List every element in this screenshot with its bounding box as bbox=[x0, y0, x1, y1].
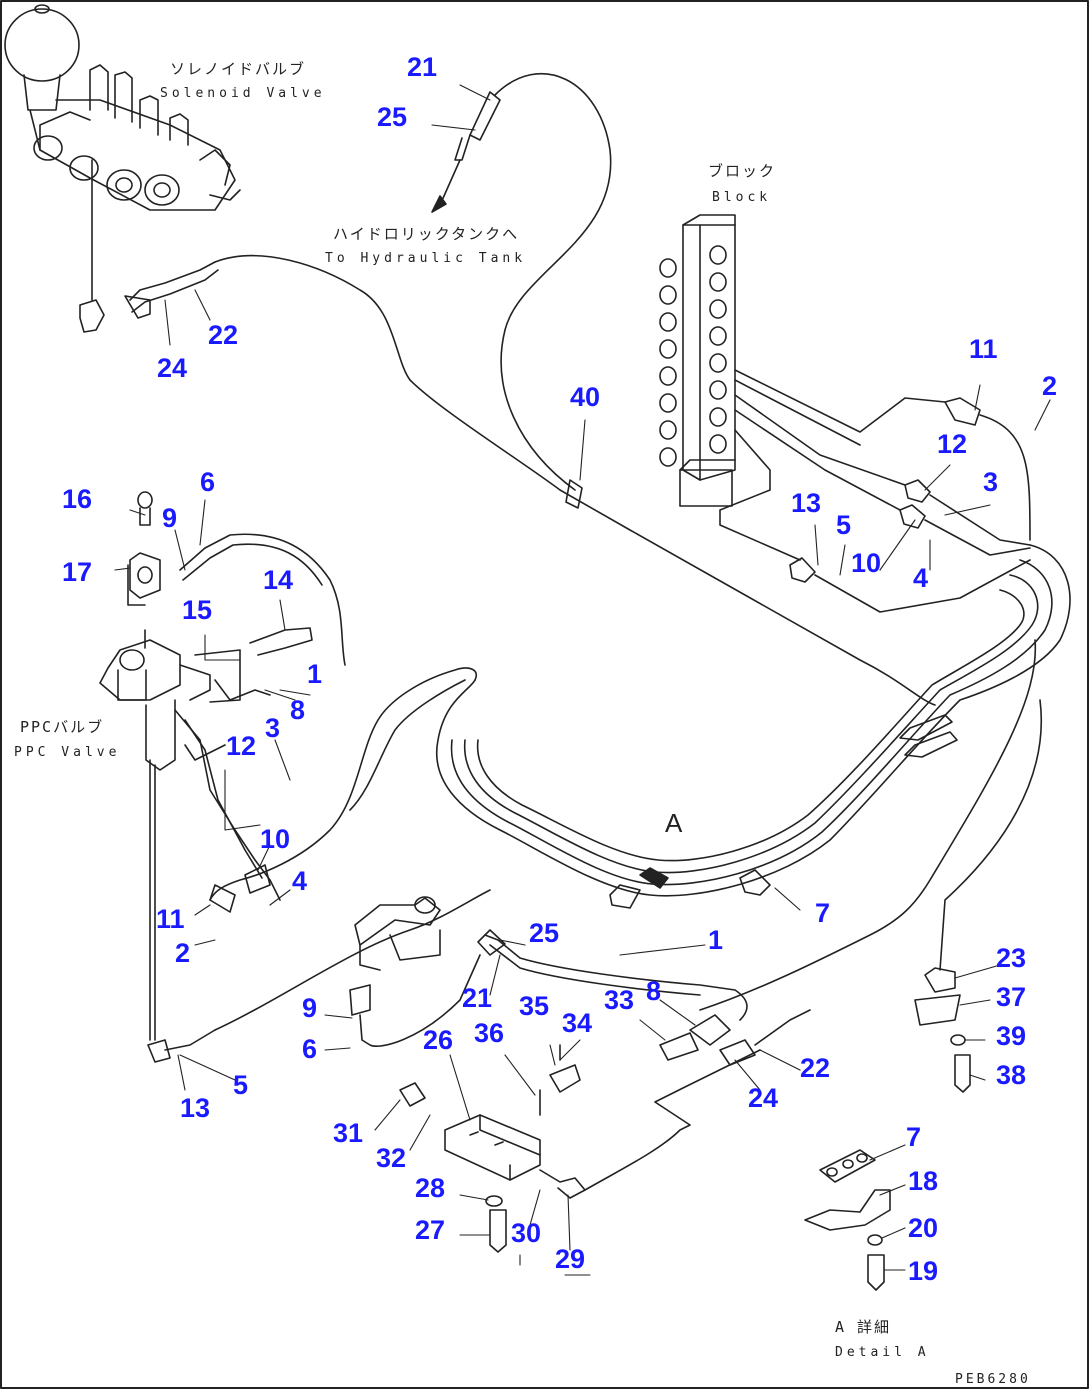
callout-24: 24 bbox=[157, 353, 188, 383]
callout-7-detail: 7 bbox=[906, 1122, 922, 1152]
callout-26: 26 bbox=[423, 1025, 454, 1055]
block bbox=[659, 214, 736, 507]
callout-37: 37 bbox=[996, 982, 1027, 1012]
callout-38: 38 bbox=[996, 1060, 1027, 1090]
callout-5: 5 bbox=[836, 510, 852, 540]
callout-29: 29 bbox=[555, 1244, 586, 1274]
callout-11: 11 bbox=[969, 334, 998, 364]
solenoid-valve-label-en: Solenoid Valve bbox=[160, 86, 326, 101]
callout-2-ppc: 2 bbox=[175, 938, 191, 968]
ppc-valve bbox=[99, 627, 491, 1063]
drawing-code: PEB6280 bbox=[955, 1372, 1031, 1387]
callout-13: 13 bbox=[791, 488, 822, 518]
detail-a-parts bbox=[804, 1149, 891, 1291]
callout-6-lower: 6 bbox=[302, 1034, 318, 1064]
tank-return-hose bbox=[431, 72, 612, 509]
callout-27: 27 bbox=[415, 1215, 446, 1245]
solenoid-valve-label-jp: ソレノイドバルブ bbox=[170, 60, 307, 78]
callout-3: 3 bbox=[983, 467, 999, 497]
callout-16: 16 bbox=[62, 484, 93, 514]
callout-32: 32 bbox=[376, 1143, 407, 1173]
callout-10-ppc: 10 bbox=[260, 824, 291, 854]
callout-19: 19 bbox=[908, 1256, 939, 1286]
callout-22-lower: 22 bbox=[800, 1053, 831, 1083]
detail-a-label-jp: A 詳細 bbox=[835, 1318, 892, 1336]
callout-15: 15 bbox=[182, 595, 213, 625]
view-arrow-letter: A bbox=[665, 808, 683, 838]
callout-17: 17 bbox=[62, 557, 93, 587]
block-label-jp: ブロック bbox=[708, 162, 777, 180]
callout-21-lower: 21 bbox=[462, 983, 493, 1013]
callout-6: 6 bbox=[200, 467, 216, 497]
callout-21: 21 bbox=[407, 52, 438, 82]
callout-22: 22 bbox=[208, 320, 239, 350]
callout-28: 28 bbox=[415, 1173, 446, 1203]
callout-4: 4 bbox=[913, 563, 929, 593]
callout-8-lower: 8 bbox=[646, 976, 662, 1006]
callout-35: 35 bbox=[519, 991, 550, 1021]
callout-12: 12 bbox=[937, 429, 968, 459]
callout-39: 39 bbox=[996, 1021, 1027, 1051]
lower-components bbox=[349, 896, 811, 1066]
detail-a-label-en: Detail A bbox=[835, 1345, 930, 1360]
callout-36: 36 bbox=[474, 1018, 505, 1048]
tank-label-jp: ハイドロリックタンクへ bbox=[333, 225, 520, 243]
hose-6-9 bbox=[127, 491, 346, 666]
callout-11-ppc: 11 bbox=[156, 904, 185, 934]
leader-lines bbox=[114, 84, 1051, 1276]
callout-1: 1 bbox=[307, 659, 323, 689]
callout-40: 40 bbox=[570, 382, 601, 412]
callout-3-ppc: 3 bbox=[265, 713, 281, 743]
callout-23: 23 bbox=[996, 943, 1027, 973]
block-hoses bbox=[719, 369, 1031, 613]
clamp-23-37 bbox=[914, 967, 971, 1093]
callout-4-ppc: 4 bbox=[292, 866, 308, 896]
callout-31: 31 bbox=[333, 1118, 364, 1148]
callout-8: 8 bbox=[290, 695, 306, 725]
connector-group bbox=[399, 1044, 761, 1253]
main-hose-bundle bbox=[209, 544, 1071, 1011]
callout-13-lower: 13 bbox=[180, 1093, 211, 1123]
callout-2: 2 bbox=[1042, 371, 1058, 401]
callout-14: 14 bbox=[263, 565, 294, 595]
callout-12-ppc: 12 bbox=[226, 731, 257, 761]
callout-34: 34 bbox=[562, 1008, 593, 1038]
callout-9: 9 bbox=[162, 503, 178, 533]
hose-22-24 bbox=[124, 254, 936, 706]
callout-33: 33 bbox=[604, 985, 635, 1015]
callout-24-lower: 24 bbox=[748, 1083, 779, 1113]
callout-25: 25 bbox=[377, 102, 408, 132]
callout-30: 30 bbox=[511, 1218, 542, 1248]
callout-7: 7 bbox=[815, 898, 831, 928]
tank-label-en: To Hydraulic Tank bbox=[325, 251, 527, 266]
block-label-en: Block bbox=[712, 190, 772, 205]
ppc-valve-label-jp: PPCバルブ bbox=[20, 718, 105, 736]
callout-25-lower: 25 bbox=[529, 918, 560, 948]
callout-10: 10 bbox=[851, 548, 882, 578]
solenoid-valve bbox=[4, 4, 241, 333]
callout-5-lower: 5 bbox=[233, 1070, 249, 1100]
callout-18: 18 bbox=[908, 1166, 939, 1196]
callout-20: 20 bbox=[908, 1213, 939, 1243]
ppc-valve-label-en: PPC Valve bbox=[14, 745, 121, 760]
callout-1-main: 1 bbox=[708, 925, 724, 955]
callout-9-lower: 9 bbox=[302, 993, 318, 1023]
